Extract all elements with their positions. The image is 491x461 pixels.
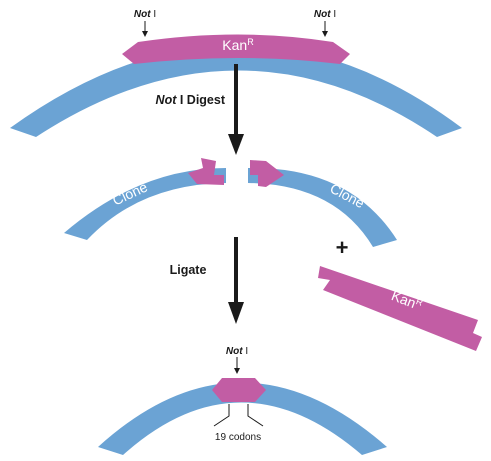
digest-label: Not I Digest: [156, 93, 226, 107]
svg-text:Not I: Not I: [226, 346, 248, 357]
ligate-arrow: [228, 237, 244, 324]
svg-text:Not I: Not I: [134, 9, 156, 20]
codons-label: 19 codons: [215, 432, 261, 443]
svg-text:Not I: Not I: [314, 9, 336, 20]
not-site-right: Not I: [314, 9, 336, 37]
kanr-fragment: KanR: [318, 266, 482, 351]
clone-arc-mid-left: [64, 168, 226, 240]
kanr-insert-top: [122, 34, 350, 64]
plus-sign: +: [336, 235, 349, 260]
clone-arc-top: [10, 45, 462, 137]
not-site-bottom: Not I: [226, 346, 248, 374]
digest-arrow: [228, 64, 244, 155]
kan-stub-left: [188, 158, 224, 185]
kan-scar: [212, 378, 266, 402]
kanr-label-top: KanR: [222, 37, 254, 53]
not-site-left: Not I: [134, 9, 156, 37]
codons-callout: [213, 404, 264, 427]
stage-ligated-product: Clone Clone Not I 19 codons: [98, 346, 387, 455]
stage-original-clone: KanR Clone Clone Not I Not I: [10, 9, 462, 137]
clone-arc-bottom: [98, 382, 387, 455]
stage-digested-vector: Clone Clone: [64, 158, 397, 247]
kan-stub-right: [250, 160, 284, 187]
ligate-label: Ligate: [170, 263, 207, 277]
clone-arc-mid-right: [248, 167, 397, 247]
